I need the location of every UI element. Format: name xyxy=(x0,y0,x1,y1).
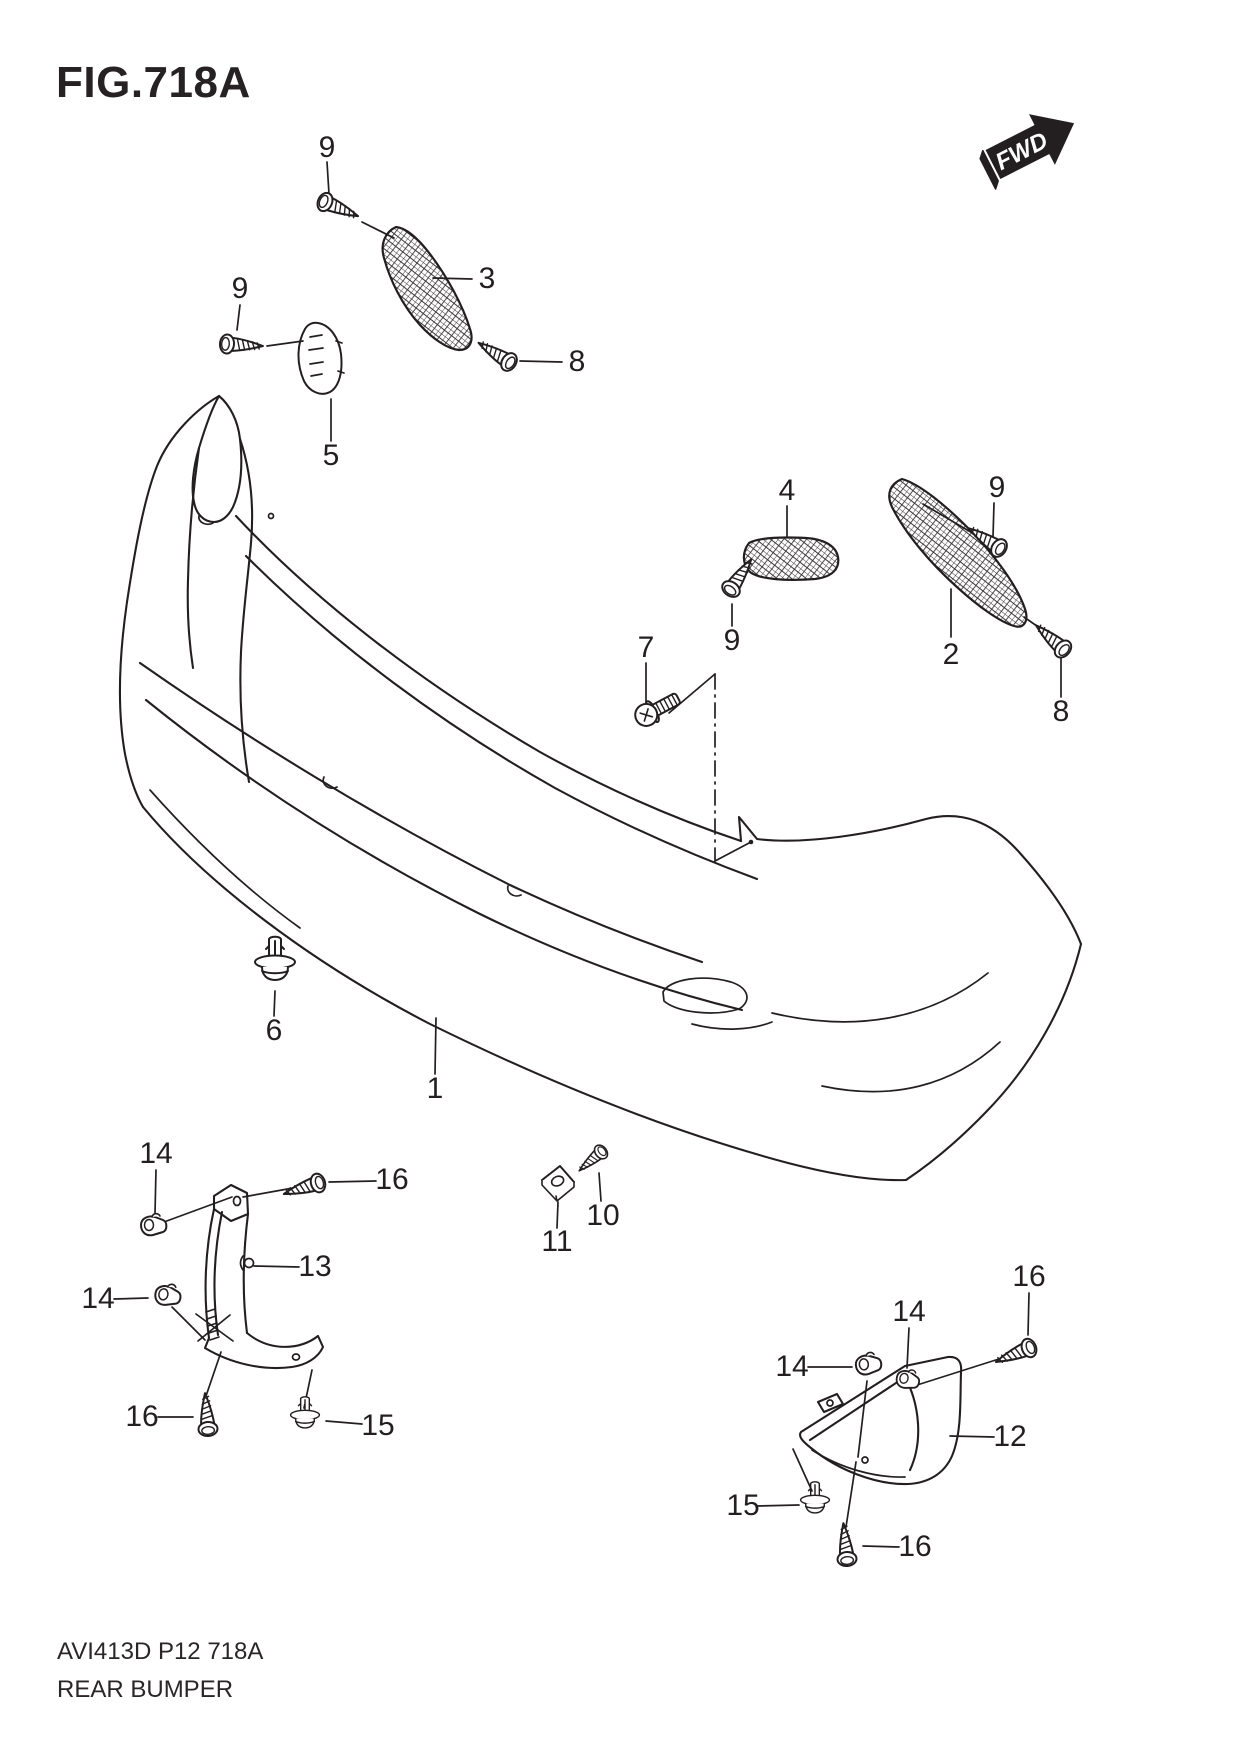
bolt-7 xyxy=(630,686,685,732)
screw-16-d xyxy=(833,1521,859,1568)
screw-9-a xyxy=(313,189,363,227)
callout-9: 9 xyxy=(231,272,249,305)
callout-2: 2 xyxy=(942,638,960,671)
callout-16: 16 xyxy=(375,1163,409,1196)
clip-14-a xyxy=(140,1212,168,1237)
clip-14-b xyxy=(152,1280,184,1309)
callout-9: 9 xyxy=(723,624,741,657)
callout-10: 10 xyxy=(586,1199,620,1232)
clip-15-a xyxy=(289,1396,321,1429)
callout-16: 16 xyxy=(898,1530,932,1563)
callout-11: 11 xyxy=(541,1225,573,1258)
callout-8: 8 xyxy=(568,345,586,378)
callout-12: 12 xyxy=(993,1420,1027,1453)
figure-name: REAR BUMPER xyxy=(57,1676,234,1703)
leader-lines xyxy=(113,161,1062,1548)
callout-14: 14 xyxy=(139,1137,173,1170)
bracket-center xyxy=(742,536,840,581)
clip-15-b xyxy=(799,1481,831,1514)
callout-3: 3 xyxy=(478,262,496,295)
figure-code: AVI413D P12 718A xyxy=(57,1638,264,1665)
bracket-side-right xyxy=(888,477,1028,628)
screw-16-b xyxy=(195,1391,219,1438)
screw-16-a xyxy=(279,1170,329,1204)
screw-9-b xyxy=(218,333,265,357)
callout-1: 1 xyxy=(426,1072,444,1105)
clip-6 xyxy=(254,935,296,981)
clip-14-c xyxy=(853,1350,884,1377)
screw-8-b xyxy=(1028,616,1076,662)
mud-flap-right xyxy=(798,1355,963,1486)
extension-bracket-left xyxy=(195,1183,325,1370)
callout-15: 15 xyxy=(726,1489,760,1522)
screw-16-c xyxy=(991,1335,1041,1372)
callout-15: 15 xyxy=(361,1409,395,1442)
nut-11 xyxy=(541,1165,575,1202)
screw-8-a xyxy=(472,333,522,375)
screw-10 xyxy=(573,1141,611,1178)
callout-14: 14 xyxy=(81,1282,115,1315)
callout-16: 16 xyxy=(1012,1260,1046,1293)
callout-13: 13 xyxy=(298,1250,332,1283)
fwd-direction-arrow: FWD xyxy=(979,112,1076,190)
bracket-side-upper-left xyxy=(381,225,473,352)
callout-7: 7 xyxy=(637,631,655,664)
rear-bumper-body xyxy=(118,394,1083,1182)
callout-14: 14 xyxy=(775,1350,809,1383)
callout-16: 16 xyxy=(125,1400,159,1433)
callout-9: 9 xyxy=(318,131,336,164)
callout-14: 14 xyxy=(892,1295,926,1328)
bracket-small-left xyxy=(297,321,345,395)
callout-5: 5 xyxy=(322,439,340,472)
callout-9: 9 xyxy=(988,471,1006,504)
callout-8: 8 xyxy=(1052,695,1070,728)
figure-title: FIG.718A xyxy=(56,58,251,107)
callout-6: 6 xyxy=(265,1014,283,1047)
callout-4: 4 xyxy=(778,474,796,507)
